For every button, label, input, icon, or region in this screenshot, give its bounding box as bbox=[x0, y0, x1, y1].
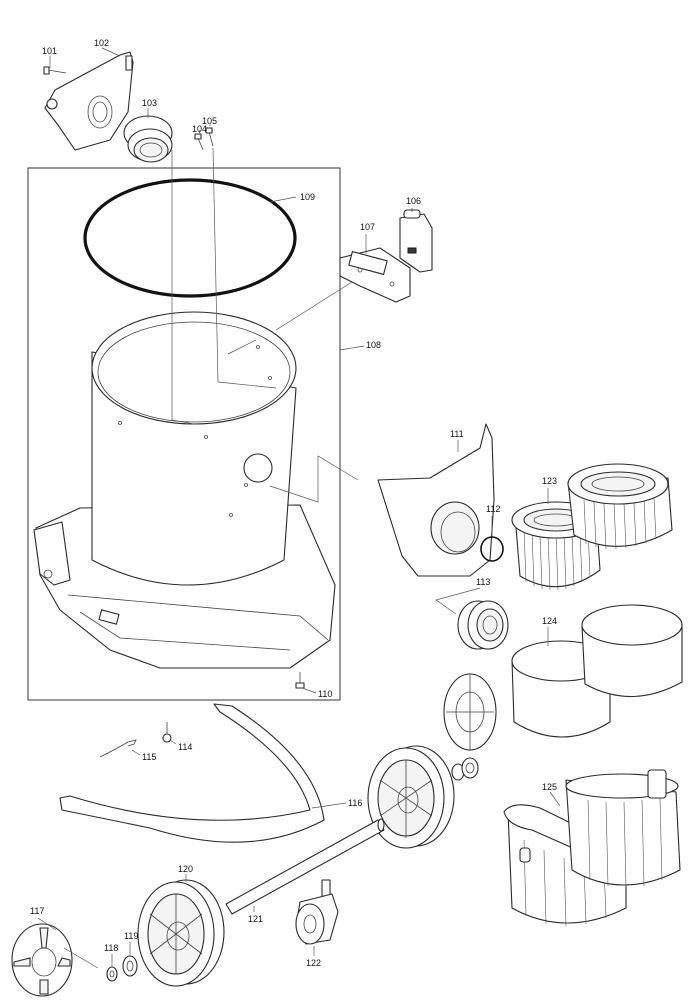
part-106-clip bbox=[399, 209, 433, 273]
wheel-hub-plate bbox=[443, 673, 497, 751]
part-119-washer bbox=[122, 955, 138, 977]
part-113-coupling bbox=[457, 600, 509, 650]
part-124-filter-sleeve-right bbox=[581, 604, 683, 698]
label-117: 117 bbox=[30, 906, 44, 916]
part-122-caster bbox=[295, 879, 339, 945]
label-105: 105 bbox=[202, 116, 217, 126]
part-120-wheel-left bbox=[137, 879, 225, 987]
part-labels: 101 102 103 104 105 106 107 108 109 110 … bbox=[30, 38, 557, 968]
label-110: 110 bbox=[318, 689, 332, 699]
part-114-nut bbox=[162, 722, 172, 743]
part-103-hose-fitting bbox=[123, 115, 173, 163]
part-123-pleated-filter-right bbox=[567, 463, 673, 550]
leader-lines bbox=[37, 47, 561, 969]
part-108-drum-tank bbox=[33, 311, 336, 669]
wheel-washers bbox=[451, 757, 479, 781]
part-105-screw bbox=[205, 127, 214, 147]
label-101: 101 bbox=[42, 46, 57, 56]
label-120: 120 bbox=[178, 864, 193, 874]
label-108: 108 bbox=[366, 340, 381, 350]
label-118: 118 bbox=[104, 943, 118, 953]
label-124: 124 bbox=[542, 616, 557, 626]
part-wheel-large-right bbox=[367, 745, 455, 849]
assembly-frame-108 bbox=[27, 167, 341, 701]
label-111: 111 bbox=[450, 429, 464, 439]
label-112: 112 bbox=[486, 504, 500, 514]
label-109: 109 bbox=[300, 192, 315, 202]
part-116-bumper-strip bbox=[59, 703, 325, 843]
part-110-screw bbox=[295, 672, 305, 689]
label-113: 113 bbox=[476, 577, 490, 587]
label-125: 125 bbox=[542, 782, 557, 792]
label-107: 107 bbox=[360, 222, 375, 232]
part-101-screw bbox=[43, 66, 67, 75]
label-119: 119 bbox=[124, 931, 138, 941]
label-114: 114 bbox=[178, 742, 192, 752]
part-121-axle bbox=[225, 818, 385, 915]
part-104-screw bbox=[194, 133, 204, 151]
part-111-cover bbox=[377, 423, 495, 577]
part-107-holder bbox=[339, 247, 411, 303]
label-104: 104 bbox=[192, 124, 207, 134]
part-112-o-ring bbox=[480, 536, 504, 562]
part-109-gasket-ring bbox=[83, 178, 297, 298]
label-121: 121 bbox=[248, 914, 263, 924]
label-106: 106 bbox=[406, 196, 421, 206]
label-122: 122 bbox=[306, 958, 321, 968]
part-125-filter-basket-right bbox=[565, 769, 681, 889]
label-103: 103 bbox=[142, 98, 157, 108]
part-102-bracket bbox=[44, 51, 134, 151]
label-115: 115 bbox=[142, 752, 156, 762]
part-118-washer bbox=[106, 966, 118, 982]
part-117-hub-cap bbox=[11, 923, 73, 997]
label-102: 102 bbox=[94, 38, 109, 48]
label-123: 123 bbox=[542, 476, 557, 486]
label-116: 116 bbox=[348, 798, 362, 808]
part-115-wire-clip bbox=[99, 739, 137, 758]
